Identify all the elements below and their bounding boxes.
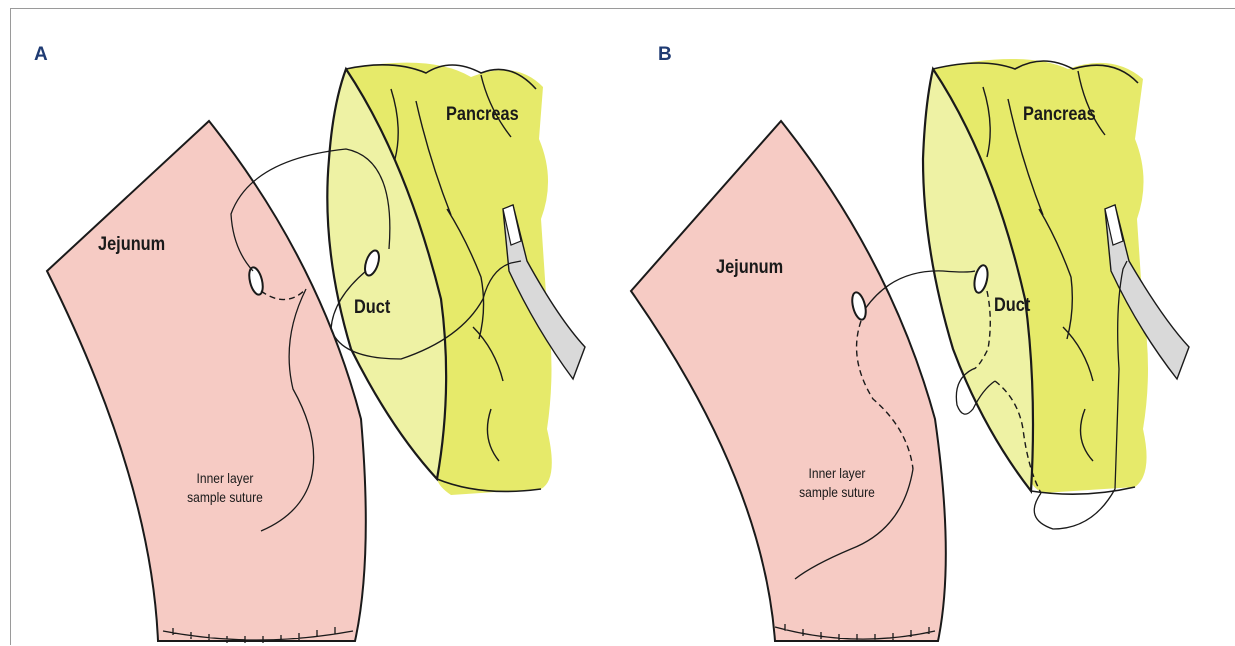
jejunum-label: Jejunum [98, 234, 165, 256]
jejunum-label: Jejunum [716, 257, 783, 279]
suture-caption-line1: Inner layer [799, 464, 875, 483]
figure-frame: A Jejunum Pancreas Duct Inner layer samp… [10, 8, 1235, 645]
pancreas-label: Pancreas [446, 104, 519, 126]
duct-label: Duct [994, 295, 1030, 317]
pancreas-label: Pancreas [1023, 104, 1096, 126]
suture-caption-line2: sample suture [187, 488, 263, 507]
panel-a: A Jejunum Pancreas Duct Inner layer samp… [11, 9, 623, 646]
panel-b: B Jejunum Pancreas Duct Inner layer samp… [623, 9, 1235, 646]
panel-a-letter: A [34, 44, 48, 66]
suture-caption: Inner layer sample suture [187, 469, 263, 507]
suture-caption-line2: sample suture [799, 483, 875, 502]
panel-a-illustration [11, 9, 623, 646]
jejunum-shape [631, 121, 946, 641]
suture-caption-line1: Inner layer [187, 469, 263, 488]
suture-caption: Inner layer sample suture [799, 464, 875, 502]
duct-label: Duct [354, 297, 390, 319]
panel-b-letter: B [658, 44, 672, 66]
jejunum-shape [47, 121, 366, 641]
panel-b-illustration [623, 9, 1235, 646]
